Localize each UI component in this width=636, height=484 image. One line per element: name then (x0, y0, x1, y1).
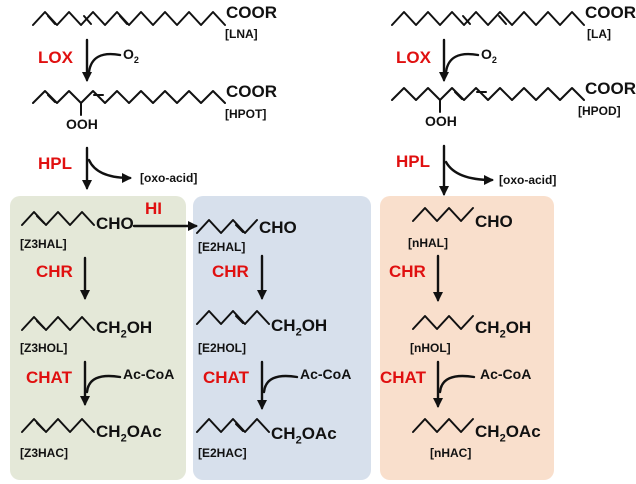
z3hac-group: CH2OAc (96, 422, 162, 445)
chr-label-blue: CHR (212, 262, 249, 281)
hpod-label: [HPOD] (578, 104, 621, 118)
lox-label-right: LOX (396, 48, 431, 67)
lna-structure (32, 11, 226, 26)
o2-curve-left (87, 52, 122, 74)
hpl-label-left: HPL (38, 154, 72, 173)
chr-label-green: CHR (36, 262, 73, 281)
la-structure (391, 11, 585, 26)
oxo-branch-right (444, 160, 494, 185)
hpod-structure (391, 87, 585, 101)
hpot-label: [HPOT] (225, 107, 267, 121)
z3hal-label: [Z3HAL] (20, 237, 67, 251)
la-label: [LA] (587, 27, 611, 41)
hpod-ooh: OOH (425, 113, 457, 129)
chat-label-blue: CHAT (203, 368, 249, 387)
z3hol-label: [Z3HOL] (20, 341, 68, 355)
o2-label-left: O2 (123, 46, 139, 65)
acoa-curve-blue (262, 374, 299, 394)
acoa-label-blue: Ac-CoA (300, 366, 352, 382)
e2hol-label: [E2HOL] (198, 341, 246, 355)
oxo-branch-left (87, 158, 132, 183)
o2-label-right: O2 (481, 46, 497, 65)
e2-pathway-box (193, 196, 371, 480)
z3hal-group: CHO (96, 214, 134, 233)
oxo-acid-right: [oxo-acid] (499, 173, 557, 187)
z3hol-group: CH2OH (96, 318, 153, 341)
acoa-curve-orange (438, 374, 476, 394)
oxo-acid-left: [oxo-acid] (140, 171, 198, 185)
lna-label: [LNA] (225, 27, 258, 41)
e2hol-group: CH2OH (271, 316, 328, 339)
o2-curve-right (444, 52, 480, 74)
e2hal-group: CHO (259, 218, 297, 237)
e2hac-label: [E2HAC] (198, 446, 247, 460)
acoa-curve-green (85, 374, 122, 394)
nhal-group: CHO (475, 212, 513, 231)
z3hal-structure (21, 211, 95, 226)
la-group: COOR (585, 3, 636, 22)
e2hol-structure (196, 310, 270, 325)
z3hac-label: [Z3HAC] (20, 446, 68, 460)
nhal-label: [nHAL] (408, 236, 448, 250)
lna-group: COOR (226, 3, 277, 22)
z3-pathway-box (10, 196, 186, 480)
nhac-group: CH2OAc (475, 422, 541, 445)
hi-label: HI (145, 199, 162, 218)
hpot-group: COOR (226, 82, 277, 101)
z3hac-structure (21, 418, 95, 433)
hpl-label-right: HPL (396, 152, 430, 171)
nhol-group: CH2OH (475, 318, 532, 341)
hpot-structure (32, 90, 226, 104)
nhol-structure (412, 315, 474, 330)
chat-label-orange: CHAT (380, 368, 426, 387)
chr-label-orange: CHR (389, 262, 426, 281)
e2hal-label: [E2HAL] (198, 240, 246, 254)
e2hac-structure (196, 418, 270, 433)
e2hal-structure (196, 219, 258, 234)
hpod-group: COOR (585, 79, 636, 98)
e2hac-group: CH2OAc (271, 424, 337, 447)
chat-label-green: CHAT (26, 368, 72, 387)
nhal-structure (412, 207, 474, 222)
nhac-label: [nHAC] (430, 446, 472, 460)
nhac-structure (412, 418, 474, 433)
nhol-label: [nHOL] (410, 341, 451, 355)
n-pathway-box (380, 196, 554, 480)
hpot-ooh: OOH (66, 116, 98, 132)
acoa-label-orange: Ac-CoA (480, 366, 532, 382)
acoa-label-green: Ac-CoA (123, 366, 175, 382)
z3hol-structure (21, 316, 95, 331)
lox-label-left: LOX (38, 48, 73, 67)
